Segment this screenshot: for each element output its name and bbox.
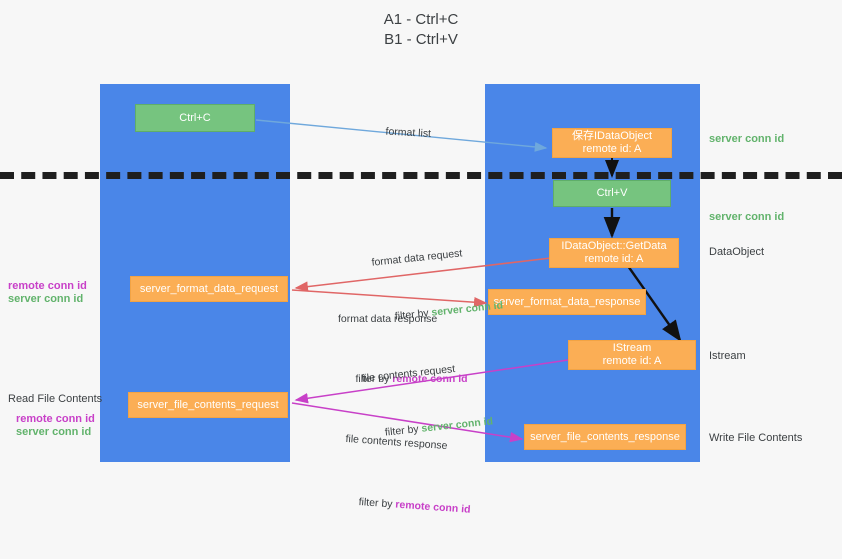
box-idataobject[interactable]: 保存IDataObject remote id: A [552, 128, 672, 158]
diagram-canvas: A1 - Ctrl+C B1 - Ctrl+V A1 remote B1 con… [0, 11, 842, 516]
box-server-file-contents-request-label: server_file_contents_request [137, 398, 279, 411]
box-ctrl-c-label: Ctrl+C [179, 111, 211, 124]
edge-label-format-data-response-text: format data response [338, 313, 438, 325]
box-server-format-data-response[interactable]: server_format_data_response [488, 289, 646, 315]
box-istream[interactable]: IStream remote id: A [568, 340, 696, 370]
box-ctrl-v[interactable]: Ctrl+V [553, 180, 671, 207]
box-server-file-contents-response[interactable]: server_file_contents_response [524, 424, 686, 450]
edge-label-file-contents-response-text: file contents response [345, 432, 448, 453]
note-server-conn-id-top: server conn id [709, 133, 785, 145]
note-read-file-contents: Read File Contents [8, 393, 103, 405]
box-server-format-data-response-label: server_format_data_response [493, 295, 641, 308]
filter-value-remote-conn-id: remote conn id [392, 373, 468, 385]
filter-prefix: filter by [355, 373, 393, 385]
box-ctrl-v-label: Ctrl+V [596, 187, 628, 199]
edge-label-file-contents-request-text: file contents request [361, 363, 456, 385]
note-file-server-conn-id: server conn id [16, 426, 92, 438]
note-format-server-conn-id: server conn id [8, 293, 84, 305]
box-ctrl-c[interactable]: Ctrl+C [135, 104, 255, 132]
box-server-file-contents-request[interactable]: server_file_contents_request [128, 392, 288, 418]
edge-label-format-list: format list [373, 110, 432, 155]
edge-label-format-data-response: format data response filter by remote co… [338, 284, 468, 428]
edge-label-format-data-request-text: format data request [371, 247, 463, 269]
note-istream: Istream [709, 350, 746, 362]
edge-label-file-contents-response: file contents response filter by remote … [338, 404, 477, 559]
phase-divider [0, 172, 842, 179]
page-title: A1 - Ctrl+C B1 - Ctrl+V [383, 11, 459, 48]
edge-label-format-data-response-filter: filter by remote conn id [338, 358, 468, 400]
box-istream-line1: IStream [612, 342, 652, 354]
box-getdata[interactable]: IDataObject::GetData remote id: A [549, 238, 679, 268]
box-istream-line2: remote id: A [602, 355, 662, 367]
note-dataobject: DataObject [709, 246, 765, 258]
note-format-remote-conn-id: remote conn id [8, 280, 87, 292]
note-server-conn-id-second: server conn id [709, 211, 785, 223]
box-idataobject-line1: 保存IDataObject [571, 130, 653, 142]
box-getdata-line2: remote id: A [584, 253, 644, 265]
edge-label-file-contents-response-filter: filter by remote conn id [340, 480, 472, 531]
filter-value-remote-conn-id: remote conn id [394, 498, 471, 516]
box-server-file-contents-response-label: server_file_contents_response [530, 430, 680, 443]
box-server-format-data-request[interactable]: server_format_data_request [130, 276, 288, 302]
box-getdata-line1: IDataObject::GetData [561, 240, 667, 252]
box-idataobject-line2: remote id: A [582, 143, 642, 155]
note-write-file-contents: Write File Contents [709, 432, 803, 444]
filter-prefix: filter by [358, 496, 396, 511]
note-file-remote-conn-id: remote conn id [16, 413, 95, 425]
box-server-format-data-request-label: server_format_data_request [139, 282, 279, 295]
edge-label-format-list-text: format list [385, 125, 432, 140]
